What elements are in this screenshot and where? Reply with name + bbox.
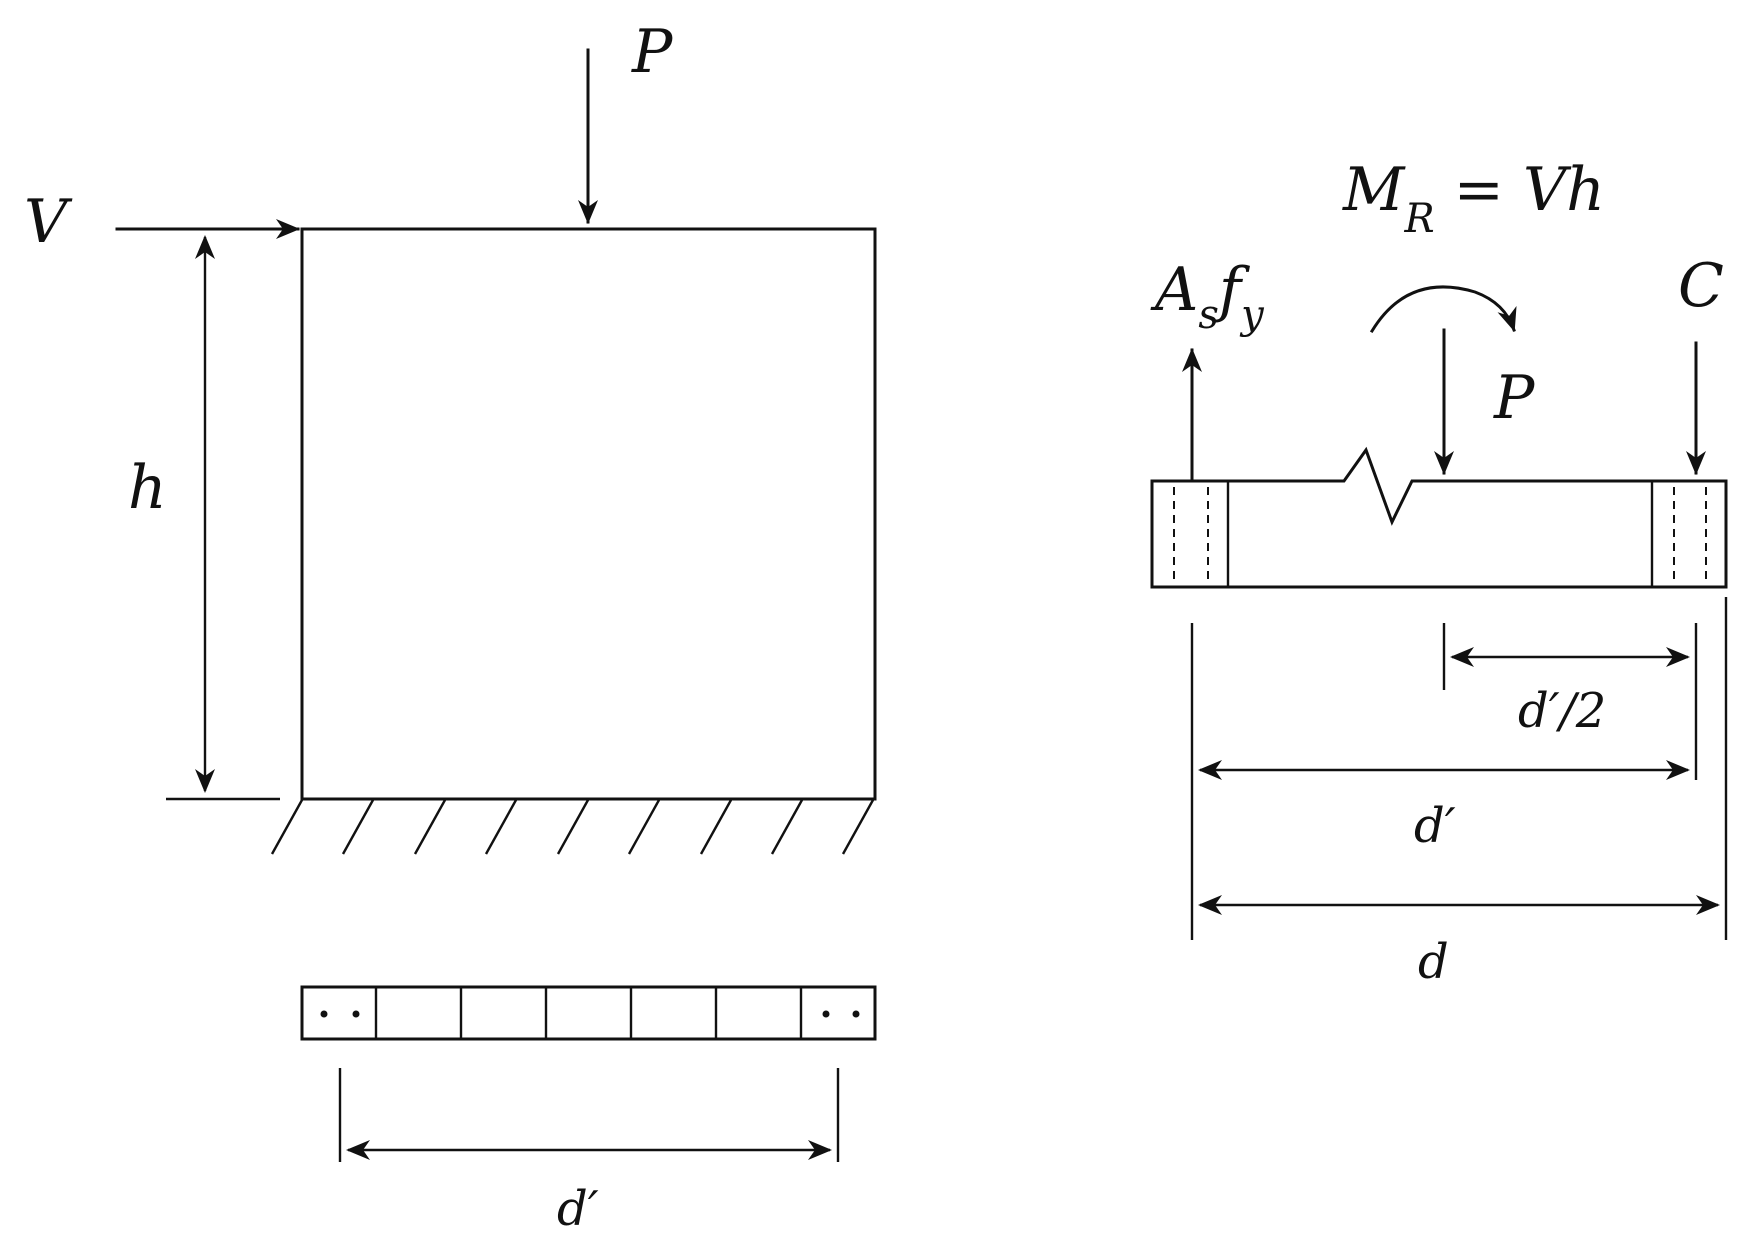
masonry-unit-joints [374,987,803,1039]
wall-body [300,227,877,801]
resisting-moment-arrow [1369,285,1517,334]
tension-force-label: Asfy [1150,255,1265,338]
compression-force-label: C [1678,251,1724,321]
plan-length-label: d′ [557,1181,599,1237]
half-length-label: d′/2 [1518,683,1606,739]
axial-load-label: P [631,17,674,87]
section-axial-load-label: P [1493,363,1536,433]
fixed-support-hatching [270,799,875,855]
plan-outline [300,985,877,1041]
inner-length-label: d′ [1414,798,1456,854]
wall-elevation: P V h [24,17,877,855]
resisting-moment-label: MR = Vh [1342,155,1605,242]
section-free-body: MR = Vh Asfy P C d′/2 d′ d [1150,155,1728,990]
section-outline [1150,446,1728,589]
height-label: h [128,453,167,523]
reinforcing-bar-dots [320,1010,860,1018]
wall-plan-section: d′ [300,985,877,1237]
full-length-label: d [1418,934,1449,990]
lateral-load-label: V [24,187,73,257]
